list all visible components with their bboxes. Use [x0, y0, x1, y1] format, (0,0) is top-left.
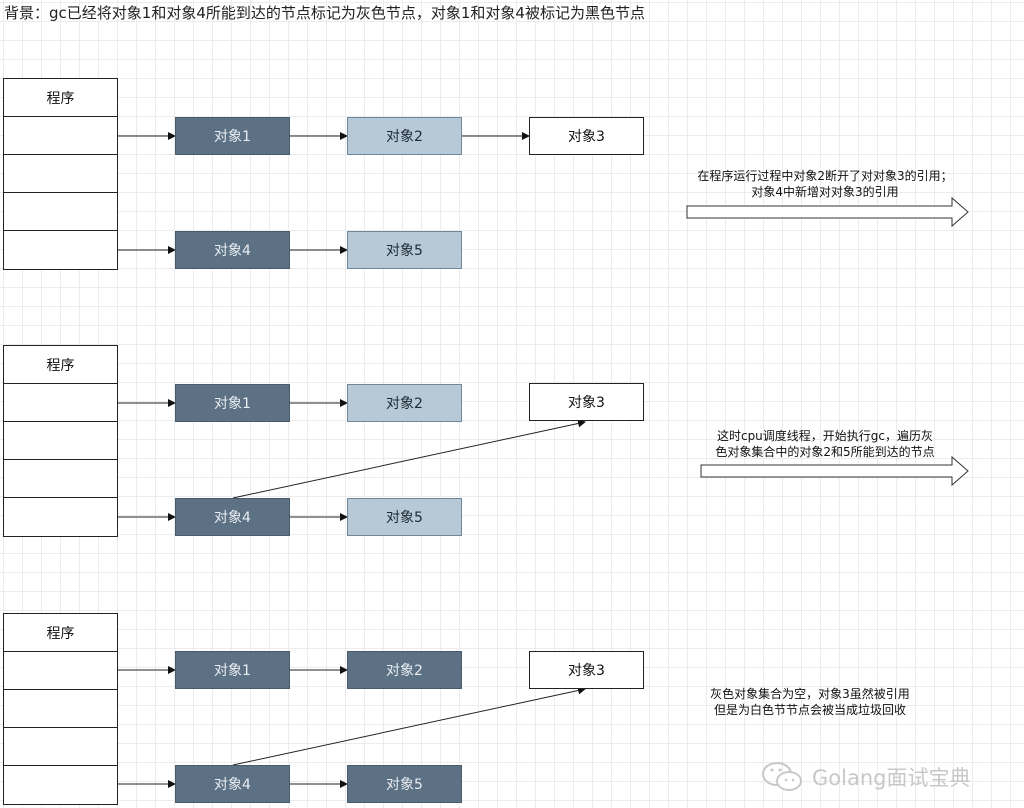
program-slot — [4, 384, 117, 422]
note-line: 色对象集合中的对象2和5所能到达的节点 — [715, 445, 935, 459]
program-slot — [4, 728, 117, 766]
note-line: 但是为白色节节点会被当成垃圾回收 — [713, 703, 906, 717]
step-note: 在程序运行过程中对象2断开了对对象3的引用； 对象4中新增对对象3的引用 — [680, 168, 970, 200]
note-line: 对象4中新增对对象3的引用 — [751, 185, 899, 199]
object-node: 对象5 — [347, 765, 462, 803]
object-node: 对象1 — [175, 117, 290, 155]
note-line: 这时cpu调度线程，开始执行gc，遍历灰 — [716, 429, 934, 443]
object-node: 对象5 — [347, 231, 462, 269]
program-label: 程序 — [4, 346, 117, 384]
object-node: 对象3 — [529, 651, 644, 689]
program-stack: 程序 — [3, 613, 118, 805]
program-label: 程序 — [4, 614, 117, 652]
note-line: 灰色对象集合为空，对象3虽然被引用 — [710, 687, 910, 701]
arrow-obj4-to-obj3 — [232, 419, 586, 499]
object-node: 对象2 — [347, 117, 462, 155]
program-slot — [4, 422, 117, 460]
program-label: 程序 — [4, 79, 117, 117]
object-node: 对象1 — [175, 651, 290, 689]
object-node: 对象2 — [347, 651, 462, 689]
program-slot — [4, 690, 117, 728]
object-node: 对象4 — [175, 765, 290, 803]
program-slot — [4, 155, 117, 193]
wechat-icon — [762, 762, 802, 791]
object-node: 对象4 — [175, 231, 290, 269]
arrow-obj4-to-obj3 — [232, 686, 586, 766]
program-stack: 程序 — [3, 345, 118, 537]
background-title: 背景：gc已经将对象1和对象4所能到达的节点标记为灰色节点，对象1和对象4被标记… — [4, 4, 645, 22]
watermark: Golang面试宝典 — [760, 760, 970, 794]
object-node: 对象5 — [347, 498, 462, 536]
transition-arrow — [686, 196, 969, 228]
note-line: 在程序运行过程中对象2断开了对对象3的引用； — [697, 169, 953, 183]
watermark-text: Golang面试宝典 — [812, 766, 971, 790]
object-node: 对象3 — [529, 383, 644, 421]
object-node: 对象1 — [175, 384, 290, 422]
object-node: 对象4 — [175, 498, 290, 536]
step-note: 灰色对象集合为空，对象3虽然被引用 但是为白色节节点会被当成垃圾回收 — [690, 686, 930, 718]
program-slot — [4, 652, 117, 690]
object-node: 对象2 — [347, 384, 462, 422]
program-stack: 程序 — [3, 78, 118, 270]
object-node: 对象3 — [529, 117, 644, 155]
transition-arrow — [700, 455, 969, 487]
program-slot — [4, 117, 117, 155]
step-note: 这时cpu调度线程，开始执行gc，遍历灰 色对象集合中的对象2和5所能到达的节点 — [690, 428, 960, 460]
program-slot — [4, 193, 117, 231]
program-slot — [4, 460, 117, 498]
